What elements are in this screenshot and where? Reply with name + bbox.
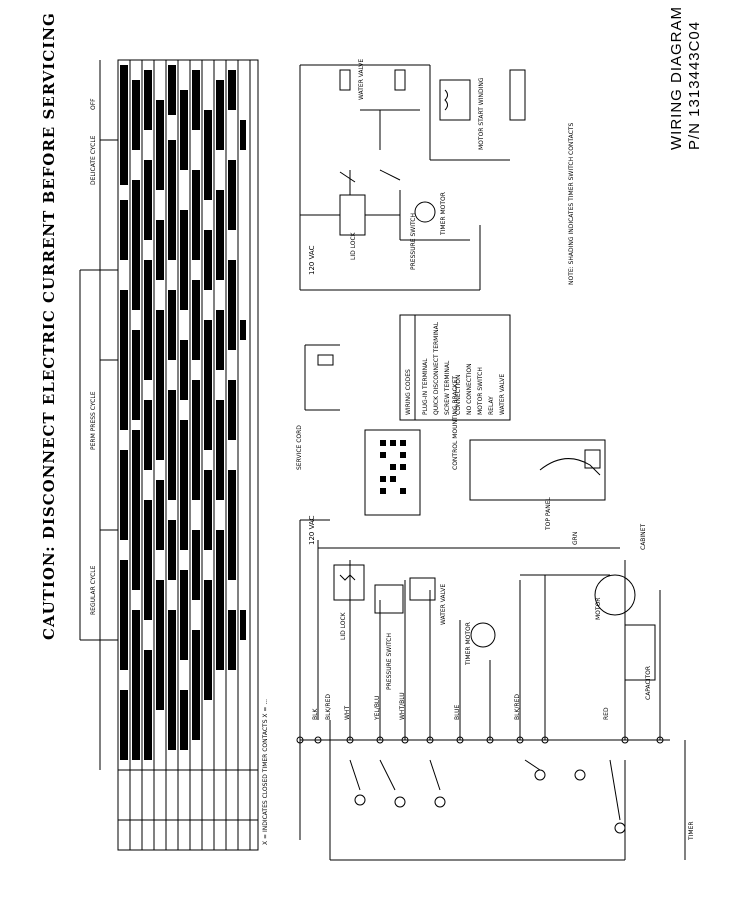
lower-voltage-label: 120 VAC (308, 515, 316, 545)
wire-label: GRN (572, 531, 579, 545)
upper-schematic (299, 64, 526, 291)
lower-water-valve-label: WATER VALVE (440, 583, 447, 625)
cabinet-label: CABINET (640, 523, 647, 550)
timer-chart-note: X = INDICATES CLOSED TIMER CONTACTS X = … (262, 698, 269, 845)
lower-pressure-switch-label: PRESSURE SWITCH (386, 633, 393, 690)
water-valve-terminal (339, 69, 351, 91)
wire-label: BLK/RED (514, 694, 521, 720)
spray-detail (304, 344, 340, 411)
wiring-code-item: MOTOR SWITCH (477, 367, 484, 415)
timer-switches (349, 759, 626, 834)
upper-motor-start-label: MOTOR START WINDING (478, 77, 485, 151)
timer-contact-bars (120, 65, 246, 760)
wire-label: BLK (312, 708, 319, 720)
upper-lid-lock-label: LID LOCK (350, 232, 357, 260)
capacitor-box (624, 624, 656, 681)
lower-motor-label: MOTOR (595, 597, 602, 620)
wire-label: BLUE (454, 704, 461, 720)
wiring-code-item: WATER VALVE (499, 373, 506, 415)
water-valve-lower (409, 577, 436, 601)
upper-pressure-switch-label: PRESSURE SWITCH (410, 213, 417, 270)
wire-label: BLK/RED (325, 694, 332, 720)
upper-note: NOTE: SHADING INDICATES TIMER SWITCH CON… (568, 122, 575, 285)
lower-capacitor-label: CAPACITOR (645, 665, 652, 700)
part-number: P/N 1313443C04 (686, 20, 703, 150)
terminal-dots (296, 736, 664, 744)
upper-timer-motor-label: TIMER MOTOR (440, 192, 447, 235)
cycle-label-regular: REGULAR CYCLE (90, 565, 97, 615)
motor-start-winding-box (439, 79, 471, 121)
wiring-code-item: QUICK DISCONNECT TERMINAL (433, 321, 440, 415)
wiring-codes-title: WIRING CODES (405, 369, 412, 415)
lid-lock-lower (333, 564, 365, 601)
wiring-code-item: NO CONNECTION (466, 363, 473, 415)
cycle-label-delicate: DELICATE CYCLE (90, 135, 97, 185)
wiring-code-item: RELAY (488, 396, 495, 415)
wiring-code-item: PLUG-IN TERMINAL (422, 358, 429, 415)
wiring-code-item: SCREW TERMINAL (444, 360, 451, 415)
motor-circle (594, 574, 636, 616)
timer-off-label: OFF (90, 98, 97, 110)
upper-water-valve-label: WATER VALVE (358, 58, 365, 100)
caution-text: CAUTION: DISCONNECT ELECTRIC CURRENT BEF… (40, 12, 58, 640)
diagram-title: WIRING DIAGRAM (668, 6, 685, 150)
service-cord-label: SERVICE CORD (296, 425, 303, 470)
top-panel-label: TOP PANEL (545, 497, 552, 530)
wiring-codes-box (399, 314, 511, 421)
wire-label: YEL/BLU (374, 695, 381, 720)
cycle-label-perm-press: PERM PRESS CYCLE (90, 391, 97, 450)
wire-label: WHT (344, 705, 351, 720)
timer-motor-lower (470, 622, 496, 648)
timer-label: TIMER (688, 821, 695, 840)
upper-voltage-label: 120 VAC (308, 245, 316, 275)
lower-schematic (296, 519, 686, 861)
control-bracket-label: CONTROL MOUNTING BRACKET (452, 375, 459, 470)
timer-motor-circle (414, 201, 436, 223)
lower-timer-motor-label: TIMER MOTOR (465, 622, 472, 665)
wire-label: WHT/BLU (399, 692, 406, 720)
lower-lid-lock-label: LID LOCK (340, 612, 347, 640)
wire-label: RED (603, 707, 610, 720)
lid-lock-box (339, 194, 366, 236)
service-cord-detail (469, 439, 606, 501)
control-connector-box (364, 429, 421, 516)
timer-chart-grid (79, 59, 259, 851)
pressure-switch-lower (374, 584, 404, 614)
